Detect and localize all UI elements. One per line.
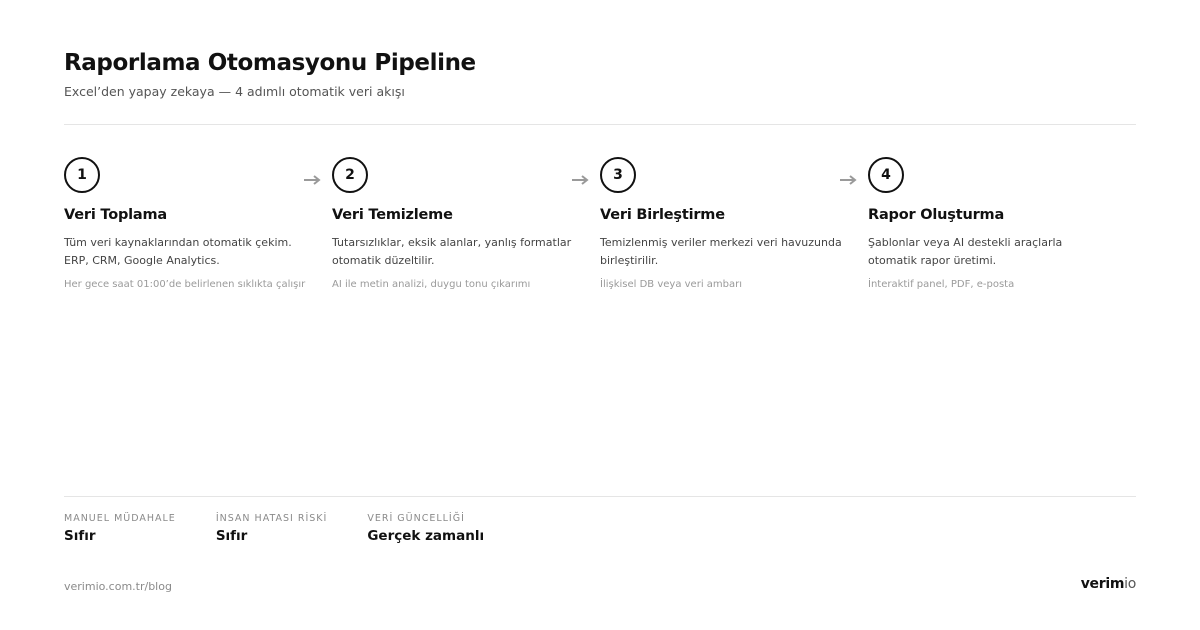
top-divider [64, 124, 1136, 125]
step-note: İnteraktif panel, PDF, e-posta [868, 279, 1015, 290]
step-number-badge: 1 [64, 157, 100, 193]
step-title: Rapor Oluşturma [868, 207, 1005, 223]
step-title: Veri Temizleme [332, 207, 453, 223]
pipeline-steps: 1 Veri Toplama Tüm veri kaynaklarından o… [64, 157, 1136, 290]
step-4: 4 Rapor Oluşturma Şablonlar veya AI dest… [840, 157, 1136, 290]
logo-light-text: io [1124, 576, 1136, 592]
step-description: Şablonlar veya AI destekli araçlarla oto… [868, 236, 1063, 267]
header: Raporlama Otomasyonu Pipeline Excel’den … [64, 50, 476, 99]
step-number-badge: 4 [868, 157, 904, 193]
step-description: Tutarsızlıklar, eksik alanlar, yanlış fo… [332, 236, 572, 267]
stats-row: MANUEL MÜDAHALE Sıfır İNSAN HATASI RİSKİ… [64, 513, 524, 544]
page-title: Raporlama Otomasyonu Pipeline [64, 50, 476, 76]
page-subtitle: Excel’den yapay zekaya — 4 adımlı otomat… [64, 84, 405, 99]
stat-label: VERİ GÜNCELLİĞİ [367, 513, 465, 524]
brand-logo: verimio [1080, 576, 1137, 592]
bottom-divider [64, 496, 1136, 497]
step-note: AI ile metin analizi, duygu tonu çıkarım… [332, 279, 531, 290]
stat-data-freshness: VERİ GÜNCELLİĞİ Gerçek zamanlı [367, 513, 484, 544]
arrow-right-icon [572, 175, 589, 185]
stat-value: Sıfır [215, 528, 248, 544]
step-title: Veri Birleştirme [600, 207, 725, 223]
footer-url: verimio.com.tr/blog [64, 580, 172, 593]
step-3: 3 Veri Birleştirme Temizlenmiş veriler m… [572, 157, 868, 290]
stat-value: Sıfır [64, 528, 96, 544]
step-description: Tüm veri kaynaklarından otomatik çekim. … [64, 236, 292, 267]
stat-manual-intervention: MANUEL MÜDAHALE Sıfır [64, 513, 176, 544]
logo-bold-text: verim [1080, 576, 1125, 592]
step-note: İlişkisel DB veya veri ambarı [600, 279, 743, 290]
stat-value: Gerçek zamanlı [367, 528, 485, 544]
stat-human-error-risk: İNSAN HATASI RİSKİ Sıfır [216, 513, 328, 544]
step-title: Veri Toplama [64, 207, 167, 223]
arrow-right-icon [304, 175, 321, 185]
arrow-right-icon [840, 175, 857, 185]
step-number-badge: 3 [600, 157, 636, 193]
step-2: 2 Veri Temizleme Tutarsızlıklar, eksik a… [304, 157, 600, 290]
stat-label: İNSAN HATASI RİSKİ [215, 513, 328, 524]
step-description: Temizlenmiş veriler merkezi veri havuzun… [600, 236, 842, 267]
step-1: 1 Veri Toplama Tüm veri kaynaklarından o… [64, 157, 332, 290]
stat-label: MANUEL MÜDAHALE [64, 513, 176, 524]
step-number-badge: 2 [332, 157, 368, 193]
step-note: Her gece saat 01:00’de belirlenen sıklık… [64, 279, 306, 290]
